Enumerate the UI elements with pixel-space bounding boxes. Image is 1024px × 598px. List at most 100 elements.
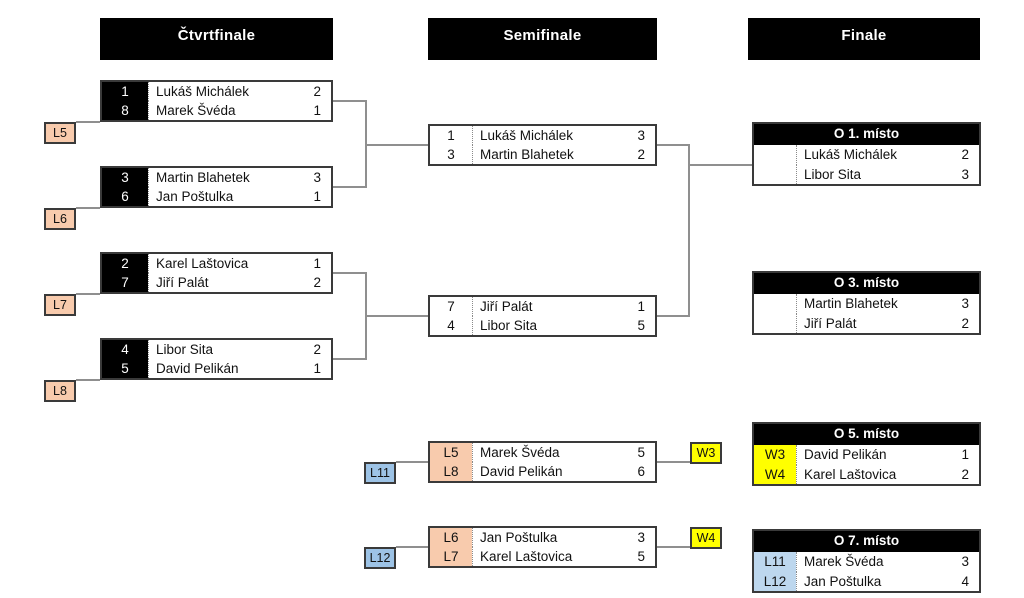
player-name: Lukáš Michálek	[472, 126, 615, 145]
quarterfinal-match-1: 1 Lukáš Michálek 2 8 Marek Švéda 1	[100, 80, 333, 122]
connector-line	[333, 186, 365, 188]
player-name: David Pelikán	[472, 462, 615, 481]
semifinal-match-1: 1 Lukáš Michálek 3 3 Martin Blahetek 2	[428, 124, 657, 166]
score-cell: 1	[313, 256, 321, 271]
player-name: Lukáš Michálek	[796, 145, 939, 165]
player-name: Jan Poštulka	[796, 571, 939, 591]
score-cell: 3	[961, 296, 969, 312]
player-name: Jan Poštulka	[472, 528, 615, 547]
score-cell: 2	[961, 466, 969, 482]
connector-line	[656, 144, 688, 146]
score-cell: 5	[637, 445, 645, 460]
quarterfinal-match-3: 2 Karel Laštovica 1 7 Jiří Palát 2	[100, 252, 333, 294]
connector-line	[365, 144, 428, 146]
column-header-label: Čtvrtfinale	[177, 26, 256, 44]
loser-tag-l12: L12	[364, 547, 396, 569]
seed-cell	[754, 314, 796, 334]
player-name: Martin Blahetek	[148, 168, 291, 187]
column-header-semifinal: Semifinale	[428, 18, 657, 60]
connector-line	[655, 546, 690, 548]
seed-cell: 3	[447, 147, 455, 162]
player-row: 3 Martin Blahetek 2	[430, 145, 655, 164]
final-box-5th-place: O 5. místo W3 David Pelikán 1 W4 Karel L…	[752, 422, 981, 486]
player-row: L5 Marek Švéda 5	[430, 443, 655, 462]
score-cell: 4	[961, 573, 969, 589]
player-name: Marek Švéda	[148, 101, 291, 120]
winner-tag-w4: W4	[690, 527, 722, 549]
player-row: 1 Lukáš Michálek 2	[102, 82, 331, 101]
score-cell: 3	[637, 530, 645, 545]
seed-cell: 3	[102, 168, 148, 187]
connector-line	[655, 461, 690, 463]
score-cell: 3	[961, 554, 969, 570]
score-cell: 2	[313, 342, 321, 357]
player-name: Jiří Palát	[148, 273, 291, 292]
quarterfinal-match-2: 3 Martin Blahetek 3 6 Jan Poštulka 1	[100, 166, 333, 208]
final-box-title: O 3. místo	[754, 273, 979, 294]
score-cell: 5	[637, 318, 645, 333]
semifinal-match-2: 7 Jiří Palát 1 4 Libor Sita 5	[428, 295, 657, 337]
player-name: Martin Blahetek	[796, 294, 939, 314]
player-name: Libor Sita	[796, 164, 939, 184]
final-box-7th-place: O 7. místo L11 Marek Švéda 3 L12 Jan Poš…	[752, 529, 981, 593]
score-cell: 3	[637, 128, 645, 143]
player-row: W3 David Pelikán 1	[754, 445, 979, 465]
player-name: David Pelikán	[148, 359, 291, 378]
score-cell: 2	[313, 275, 321, 290]
player-row: Jiří Palát 2	[754, 313, 979, 334]
connector-line	[396, 461, 428, 463]
score-cell: 3	[313, 170, 321, 185]
score-cell: 1	[637, 299, 645, 314]
player-row: L7 Karel Laštovica 5	[430, 547, 655, 566]
player-row: L11 Marek Švéda 3	[754, 552, 979, 572]
seed-cell	[754, 165, 796, 185]
loser-tag-l7: L7	[44, 294, 76, 316]
player-row: Libor Sita 3	[754, 164, 979, 185]
seed-cell: 1	[447, 128, 455, 143]
score-cell: 1	[313, 189, 321, 204]
player-name: Jan Poštulka	[148, 187, 291, 206]
player-row: L8 David Pelikán 6	[430, 462, 655, 481]
connector-line	[688, 164, 752, 166]
seed-cell: 1	[102, 82, 148, 101]
score-cell: 2	[637, 147, 645, 162]
seed-cell: L8	[430, 462, 472, 481]
player-row: 8 Marek Švéda 1	[102, 101, 331, 120]
player-row: 3 Martin Blahetek 3	[102, 168, 331, 187]
connector-line	[333, 100, 365, 102]
player-name: Karel Laštovica	[148, 254, 291, 273]
player-row: 7 Jiří Palát 1	[430, 297, 655, 316]
player-name: Karel Laštovica	[472, 547, 615, 566]
quarterfinal-match-4: 4 Libor Sita 2 5 David Pelikán 1	[100, 338, 333, 380]
player-row: Martin Blahetek 3	[754, 294, 979, 314]
seed-cell: L11	[754, 552, 796, 572]
player-row: 4 Libor Sita 2	[102, 340, 331, 359]
player-row: L12 Jan Poštulka 4	[754, 571, 979, 591]
loser-tag-l8: L8	[44, 380, 76, 402]
column-header-quarterfinal: Čtvrtfinale	[100, 18, 333, 60]
score-cell: 1	[313, 361, 321, 376]
player-name: Jiří Palát	[472, 297, 615, 316]
player-row: Lukáš Michálek 2	[754, 145, 979, 165]
seed-cell: L7	[430, 547, 472, 566]
player-row: 7 Jiří Palát 2	[102, 273, 331, 292]
loser-tag-l5: L5	[44, 122, 76, 144]
column-header-final: Finale	[748, 18, 980, 60]
connector-line	[365, 315, 428, 317]
consolation-match-2: L6 Jan Poštulka 3 L7 Karel Laštovica 5	[428, 526, 657, 568]
score-cell: 2	[961, 315, 969, 331]
player-row: W4 Karel Laštovica 2	[754, 464, 979, 484]
final-box-3rd-place: O 3. místo Martin Blahetek 3 Jiří Palát …	[752, 271, 981, 335]
connector-line	[76, 379, 100, 381]
seed-cell: 6	[102, 187, 148, 206]
player-name: Libor Sita	[148, 340, 291, 359]
score-cell: 5	[637, 549, 645, 564]
seed-cell	[754, 145, 796, 165]
connector-line	[396, 546, 428, 548]
winner-tag-w3: W3	[690, 442, 722, 464]
score-cell: 1	[961, 447, 969, 463]
final-box-title: O 7. místo	[754, 531, 979, 552]
player-name: David Pelikán	[796, 445, 939, 465]
seed-cell: 4	[102, 340, 148, 359]
